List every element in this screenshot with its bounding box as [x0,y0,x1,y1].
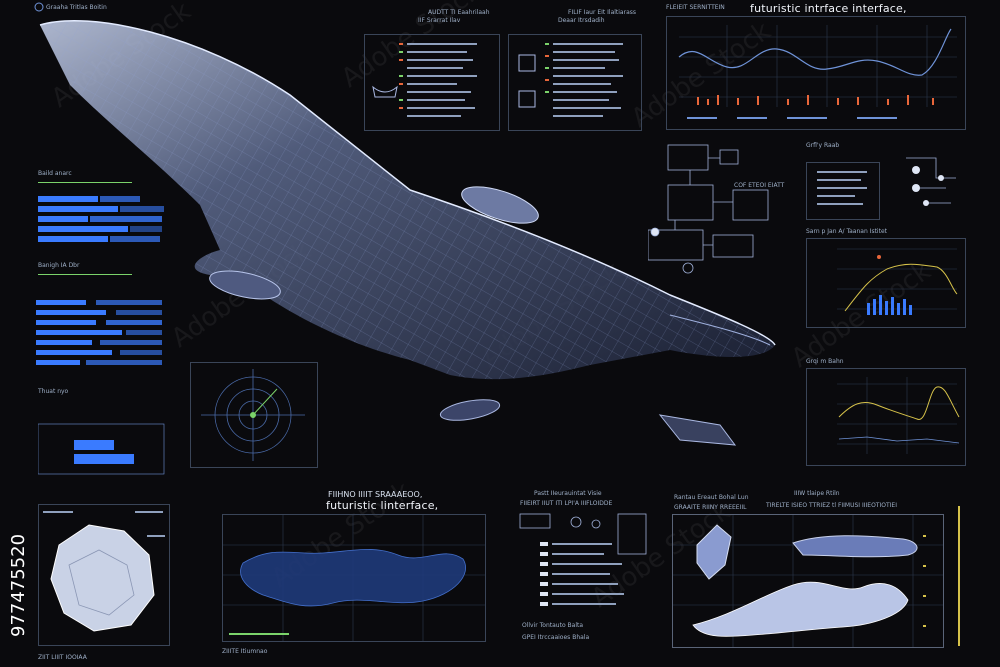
spaceship-wireframe [39,20,776,446]
terrain-map [223,515,485,641]
bottom-right-label-1: Rantau Ereaut Bohal Lun [674,494,749,501]
list-panel-1-content [372,43,477,117]
asteroid-panel [38,504,170,646]
top-right-chart [666,16,966,130]
map-panel [222,514,486,642]
center-caption-top: FIIHNO IIIIT SRAAAEOO, [328,490,423,499]
stock-id-text: 977475520 [8,534,29,637]
schematic-label: COF ETEOI EIATT [734,182,785,189]
left-rule-1 [38,182,132,183]
info-icon [34,2,44,12]
left-label-3: Thuat nyo [38,388,69,395]
list-panel-2-content [518,43,623,117]
node-panel-lines [817,171,867,205]
left-bottom-label-2: ZIIITE Itiumnao [222,648,268,655]
right-low-chart-graph [837,377,960,454]
top-right-chart-graph [678,25,957,119]
block3-title: FILIF Iaur EIt Ilaltiarass [568,9,637,16]
bottom-mid-sub: FIIEIRT IIUT ITI LPI'A IIIFLOIDDE [520,500,613,507]
bottom-mid-list [519,513,647,606]
list-panel-1 [364,34,500,131]
top-right-title: futuristic intrface interface, [750,2,907,15]
node-panel [806,162,880,220]
right-mid-label-1: Grfl'y Raab [806,142,840,149]
left-rule-2 [38,274,132,275]
block2-title: AUDTT TI Eaahrilaah [428,9,490,16]
top-left-label: Graaha Tritlas Boitin [46,4,107,11]
right-mid-chart [806,238,966,328]
left-label-1: Baild anarc [38,170,72,177]
list-panel-2 [508,34,642,131]
terrain-panel [672,514,944,648]
radar-panel [190,362,318,468]
right-low-chart [806,368,966,466]
circuit-schematic [648,144,769,274]
block2-subtitle: IIF Srarrat Ilav [418,17,461,24]
bottom-right-label-3: IIIW tlaipe Rtiln [794,490,840,497]
right-mid-label-3: Grqi m Bahn [806,358,844,365]
left-bar-block-2 [36,300,162,365]
bottom-right-label-4: TIRELTE ISIEO TTRIEZ tl FIIMUSI IIIEOTIO… [766,502,897,509]
left-bar-block-1 [38,196,164,242]
left-bottom-label: ZIIT LIIIT IOOIAA [38,654,87,661]
node-graph [906,157,956,206]
center-caption-main: futuristic linterface, [326,499,439,512]
right-mid-chart-graph [837,248,958,315]
terrain-render [673,515,943,647]
stock-id-label: 977475520 [8,534,29,637]
bottom-right-label-2: GRAAITE RIINY RREEEIIL [674,504,747,511]
bottom-mid-title: Pastt IIeurauintat Visie [534,490,602,497]
left-label-2: Banigh IA Dbr [38,262,80,269]
terrain-scale-bar [958,506,960,646]
bottom-mid-footer-1: Ollvir Tontauto Balta [522,622,584,629]
bottom-mid-footer-2: GPEI Itrccaaioes Bhala [522,634,590,641]
left-bar-block-3 [38,423,165,475]
asteroid-render [43,511,165,632]
top-right-label: FLEIEIT SERNITTEIN [666,4,725,11]
right-mid-label-2: Sarn p Jan A/ Taanan Istitet [806,228,887,235]
block3-subtitle: Deaar Itrsdadih [558,17,605,24]
radar-scope [201,369,305,461]
